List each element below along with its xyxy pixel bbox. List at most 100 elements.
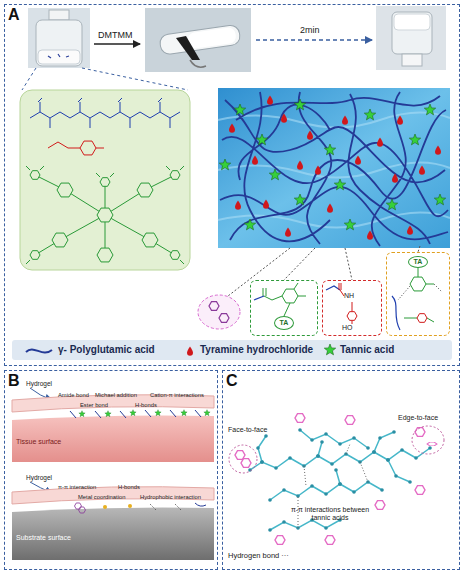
network-illustration bbox=[235, 201, 241, 210]
surface-label: Tissue surface bbox=[16, 438, 61, 446]
amide-structure bbox=[339, 283, 352, 324]
molecular-model bbox=[250, 448, 430, 470]
gel-vial-photo bbox=[394, 14, 430, 30]
network-illustration bbox=[220, 92, 448, 246]
molecular-model bbox=[300, 430, 368, 448]
panel-letter: B bbox=[8, 372, 20, 390]
bond-label: Ester bond bbox=[80, 402, 108, 409]
molecular-model bbox=[374, 432, 394, 452]
stacking-label: Edge-to-face bbox=[398, 414, 438, 422]
gel-vial-photo bbox=[402, 54, 422, 66]
vial-photo bbox=[28, 8, 90, 68]
network-illustration bbox=[219, 159, 230, 170]
amide-structure bbox=[326, 283, 357, 324]
molecular-model bbox=[229, 414, 444, 545]
panel-frame: ATANHHOTA bbox=[4, 4, 460, 366]
hbond-structure bbox=[398, 284, 442, 300]
legend-bar bbox=[26, 349, 52, 352]
molecular-model bbox=[427, 442, 437, 445]
structure-panel bbox=[38, 98, 170, 128]
network-illustration bbox=[256, 134, 267, 145]
panel-frame: C bbox=[222, 370, 460, 570]
tube-photo bbox=[190, 60, 206, 67]
ester-structure bbox=[263, 283, 306, 316]
molecular-model bbox=[250, 430, 430, 530]
network-illustration bbox=[234, 104, 245, 115]
legend-bar bbox=[324, 344, 335, 355]
adhesion-illustration bbox=[181, 410, 187, 416]
structure-panel bbox=[137, 183, 153, 197]
amide-structure bbox=[326, 286, 340, 290]
bond-label: Hydrophobic interaction bbox=[140, 494, 201, 501]
network-illustration bbox=[397, 116, 403, 125]
network-illustration bbox=[252, 156, 258, 165]
network-illustration bbox=[297, 161, 303, 170]
gel-vial-photo bbox=[376, 6, 446, 70]
adhesion-illustration bbox=[150, 504, 181, 510]
structure-panel bbox=[30, 251, 40, 260]
zoom-bubble: NHHO bbox=[322, 280, 382, 336]
tube-photo bbox=[187, 27, 237, 50]
legend-text: Tyramine hydrochloride bbox=[200, 344, 313, 356]
time-label: 2min bbox=[300, 25, 320, 35]
molecular-model bbox=[241, 459, 251, 468]
structure-panel bbox=[52, 233, 68, 247]
adhesion-illustration bbox=[195, 503, 206, 506]
network-illustration bbox=[355, 156, 361, 165]
network-illustration bbox=[424, 104, 435, 115]
network-illustration bbox=[229, 124, 235, 133]
network-illustration bbox=[334, 179, 345, 190]
molecular-model bbox=[375, 501, 385, 510]
panel-letter: A bbox=[8, 6, 20, 24]
network-illustration bbox=[307, 131, 313, 140]
network-illustration bbox=[244, 219, 255, 230]
panel-letter: C bbox=[226, 372, 238, 390]
structure-panel bbox=[20, 90, 190, 270]
network-illustration bbox=[435, 146, 441, 155]
structure-panel bbox=[97, 208, 113, 222]
structure-panel bbox=[30, 112, 180, 118]
molecular-model bbox=[270, 520, 340, 530]
stacking-label: Face-to-face bbox=[228, 426, 267, 434]
tube-photo bbox=[159, 24, 241, 55]
tube-photo bbox=[145, 8, 251, 72]
hbond-structure bbox=[410, 277, 426, 291]
bond-label: Amide bond bbox=[58, 392, 89, 399]
molecular-model bbox=[412, 426, 444, 454]
network-illustration bbox=[327, 204, 333, 213]
network-illustration bbox=[377, 138, 383, 147]
atom-label: NH bbox=[344, 292, 354, 300]
network-illustration bbox=[219, 99, 445, 230]
tube-photo bbox=[159, 24, 241, 55]
hbond-structure bbox=[404, 268, 434, 322]
network-illustration bbox=[281, 114, 287, 123]
ta-label: TA bbox=[274, 316, 294, 330]
structure-panel bbox=[142, 233, 158, 247]
network-illustration bbox=[434, 194, 445, 205]
structure-panel bbox=[170, 251, 180, 260]
network-illustration bbox=[409, 134, 420, 145]
vial-photo bbox=[49, 10, 69, 20]
adhesion-illustration bbox=[70, 410, 201, 418]
adhesion-illustration bbox=[12, 487, 214, 504]
hbond-structure bbox=[392, 296, 400, 330]
zoom-leader bbox=[22, 68, 188, 90]
network-illustration bbox=[218, 88, 450, 248]
vial-photo bbox=[48, 54, 69, 58]
layer-label: Hydrogel bbox=[26, 380, 52, 387]
vial-photo bbox=[28, 8, 90, 68]
molecular-model bbox=[415, 486, 425, 495]
adhesion-illustration bbox=[12, 508, 214, 561]
adhesion-illustration bbox=[128, 504, 132, 508]
bond-label: Michael addition bbox=[95, 392, 137, 399]
tube-photo bbox=[145, 8, 251, 72]
bond-label: H-bonds bbox=[118, 484, 140, 491]
amide-structure bbox=[347, 312, 357, 321]
molecular-model bbox=[415, 428, 425, 437]
network-illustration bbox=[269, 169, 280, 180]
adhesion-illustration bbox=[155, 410, 161, 416]
network-illustration bbox=[407, 226, 413, 235]
molecular-model bbox=[270, 482, 382, 500]
network-illustration bbox=[367, 231, 373, 240]
